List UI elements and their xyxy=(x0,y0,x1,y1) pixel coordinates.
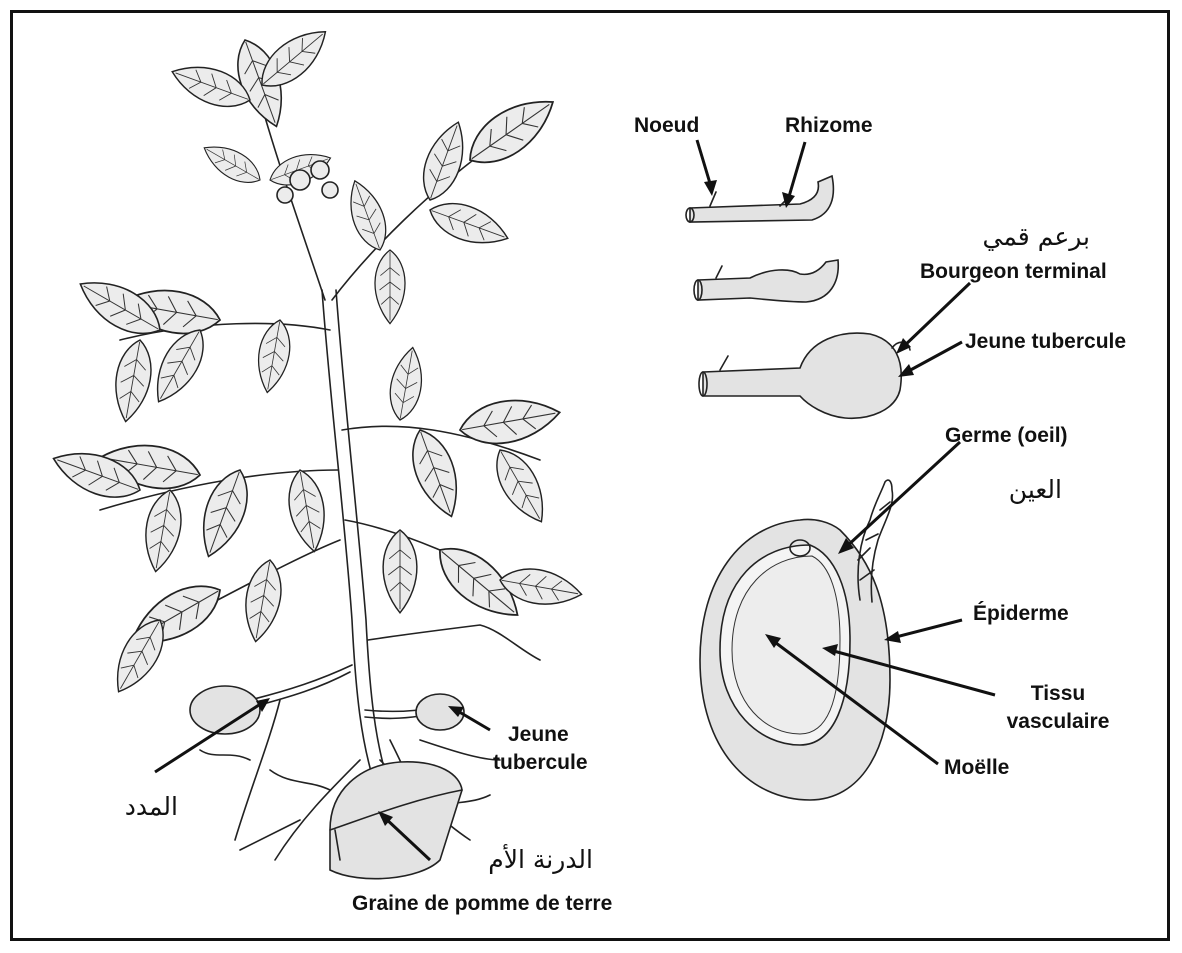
tuber-cross-section xyxy=(700,480,893,800)
potato-plant-illustration xyxy=(47,19,584,879)
rhizome-development-stages xyxy=(686,176,910,418)
label-bourgeon-arabic: برعم قمي xyxy=(983,222,1091,252)
label-germe: Germe (oeil) xyxy=(945,424,1068,447)
label-epiderme: Épiderme xyxy=(973,602,1069,625)
arrow-bourgeon xyxy=(902,283,970,348)
labels: Noeud Rhizome برعم قمي Bourgeon terminal… xyxy=(125,114,1126,915)
label-rhizome: Rhizome xyxy=(785,114,873,137)
label-oeil-arabic: العين xyxy=(1009,475,1062,504)
arrow-rhizome xyxy=(788,142,805,200)
label-graine: Graine de pomme de terre xyxy=(352,892,612,915)
label-tubercule: tubercule xyxy=(493,751,588,774)
label-stolon-arabic: المدد xyxy=(125,792,178,821)
arrow-jeune-tubercule-top xyxy=(905,342,962,373)
arrow-germe xyxy=(845,442,960,548)
label-jeune: Jeune xyxy=(508,723,569,746)
label-moelle: Moëlle xyxy=(944,756,1009,779)
label-vasculaire: vasculaire xyxy=(1007,710,1110,733)
label-tissu: Tissu xyxy=(1031,682,1085,705)
label-jeune-tubercule-top: Jeune tubercule xyxy=(965,330,1126,353)
label-noeud: Noeud xyxy=(634,114,699,137)
label-bourgeon-terminal: Bourgeon terminal xyxy=(920,260,1107,283)
label-mother-tuber-arabic: الدرنة الأم xyxy=(488,843,593,874)
arrow-epiderme xyxy=(892,620,962,638)
